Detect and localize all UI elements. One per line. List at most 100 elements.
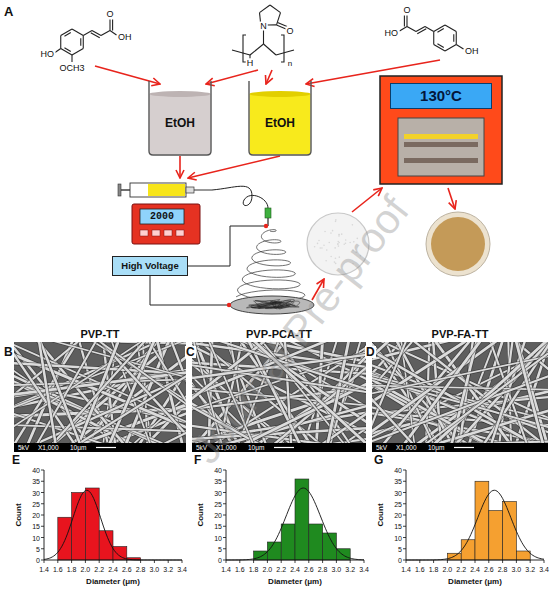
x-tick (475, 560, 476, 563)
axis-title: Diameter (μm) (86, 578, 140, 586)
atom-label: HO (384, 29, 400, 38)
x-tick (239, 560, 240, 563)
x-tick-label: 1.6 (415, 565, 425, 572)
fiber-shadow (14, 342, 186, 443)
y-tick-label: 30 (394, 489, 402, 496)
beaker-glass (249, 81, 311, 155)
node-text: High Voltage (121, 261, 178, 271)
ring-double-bond (453, 34, 454, 41)
x-tick-label: 1.8 (67, 565, 77, 572)
x-tick-label: 3.0 (150, 565, 160, 572)
y-tick (41, 560, 44, 561)
ring-bond (445, 45, 456, 52)
histogram-bar (503, 502, 517, 561)
axis-title: Diameter (μm) (268, 578, 322, 586)
flow-arrow (188, 156, 280, 178)
x-tick-label: 2.4 (108, 565, 118, 572)
ground-wire (150, 276, 228, 305)
y-tick-label: 30 (32, 489, 40, 496)
x-tick-label: 1.4 (39, 565, 49, 572)
sem-fibers (372, 342, 548, 443)
sem-fibers (192, 342, 366, 443)
bond-line (263, 30, 264, 44)
fiber-shadow (14, 342, 94, 443)
solution-beaker: EtOH (248, 80, 312, 156)
ring-bond (260, 5, 271, 13)
x-tick (85, 560, 86, 563)
display-outline (391, 84, 492, 109)
fiber-jet (236, 230, 305, 301)
ring-bond (433, 32, 434, 45)
x-tick (140, 560, 141, 563)
fiber-mat-brown (431, 217, 485, 271)
atom-label: O (105, 10, 114, 19)
x-tick-label: 3.4 (177, 565, 187, 572)
oven-display: 130°C (390, 83, 492, 109)
repeat-unit-label: n (287, 60, 293, 68)
solution-beaker: EtOH (148, 80, 212, 156)
x-tick (253, 560, 254, 563)
x-tick (182, 560, 183, 563)
axis-title: Count (197, 503, 205, 526)
x-tick (154, 560, 155, 563)
sem-scale-text: X1,000 (396, 444, 417, 451)
bond-line (110, 31, 117, 36)
x-tick-label: 2.4 (470, 565, 480, 572)
y-tick (403, 548, 406, 549)
mat-texture (352, 224, 354, 226)
y-tick (403, 503, 406, 504)
histogram-bar (309, 524, 323, 560)
ring-bond (267, 24, 277, 25)
y-tick-label: 35 (32, 478, 40, 485)
sem-scale-text: X1,000 (38, 444, 59, 451)
atom-label: OCH3 (58, 64, 85, 73)
y-tick-label: 35 (214, 478, 222, 485)
mat-texture (328, 242, 330, 244)
chemical-structures (55, 5, 464, 62)
process-arrow (206, 70, 258, 84)
histogram-bar (295, 479, 309, 560)
histogram-bar (267, 542, 281, 560)
y-tick-label: 5 (36, 545, 40, 552)
fiber (458, 342, 548, 443)
y-tick-label: 5 (218, 545, 222, 552)
y-tick (403, 515, 406, 516)
y-tick-label: 20 (214, 512, 222, 519)
beaker-liquid (150, 94, 211, 155)
node-text: 2000 (140, 209, 184, 224)
bond-line (407, 27, 416, 32)
x-tick-label: 3.4 (539, 565, 549, 572)
x-tick-label: 2.2 (456, 565, 466, 572)
fiber-shadow (458, 342, 548, 443)
fiber-shadow (372, 342, 548, 443)
y-tick-label: 20 (32, 512, 40, 519)
y-tick (223, 526, 226, 527)
histogram (223, 470, 364, 563)
x-tick (168, 560, 169, 563)
x-tick (502, 560, 503, 563)
sem-scale-text: 10μm (248, 444, 264, 451)
y-tick (403, 470, 406, 471)
x-tick (126, 560, 127, 563)
scale-bar (274, 447, 294, 448)
mat-texture (338, 234, 340, 236)
x-tick (419, 560, 420, 563)
x-tick (447, 560, 448, 563)
y-tick (223, 560, 226, 561)
mat-texture (321, 247, 323, 249)
y-tick (403, 560, 406, 561)
x-tick-label: 3.0 (332, 565, 342, 572)
liquid-surface (150, 91, 211, 97)
y-tick-label: 40 (394, 467, 402, 474)
atom-label: O (285, 27, 294, 36)
bond-line (417, 29, 426, 34)
node-text: 130°C (420, 88, 462, 105)
polymer-bracket (281, 35, 284, 62)
scale-bar (96, 447, 116, 448)
plunger-rod (121, 189, 130, 190)
x-tick (99, 560, 100, 563)
bond-line (112, 20, 113, 31)
y-tick (41, 537, 44, 538)
x-tick (57, 560, 58, 563)
